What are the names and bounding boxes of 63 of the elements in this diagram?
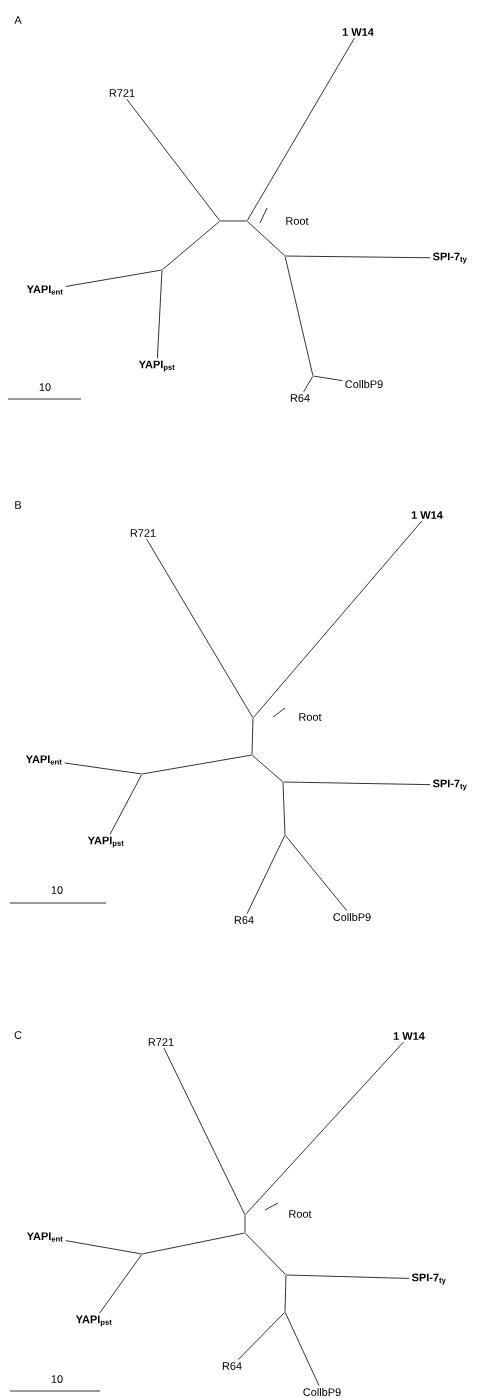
branch-line	[157, 270, 163, 359]
taxon-label: R64	[234, 916, 254, 924]
taxon-label: YAPI$_{pst}$	[138, 360, 175, 372]
taxon-label: 1 W14	[342, 28, 374, 36]
taxon-label: CollbP9	[303, 1388, 341, 1397]
taxon-label: R721	[148, 1038, 174, 1046]
branch-line	[162, 221, 220, 270]
taxon-label: R721	[109, 89, 135, 97]
taxon-label: YAPI$_{ent}$	[26, 1232, 63, 1242]
branch-line	[284, 1275, 287, 1312]
branch-line	[237, 1312, 285, 1361]
branch-line	[283, 781, 431, 786]
branch-line	[245, 1233, 286, 1275]
panel-label: C	[14, 1031, 22, 1039]
branch-line	[109, 774, 142, 835]
taxon-label: YAPI$_{pst}$	[75, 1315, 112, 1327]
taxon-label: CollbP9	[333, 913, 371, 922]
branch-line	[252, 755, 283, 782]
branch-line	[142, 1232, 245, 1255]
taxon-label: SPI-7$_{ty}$	[411, 1273, 446, 1285]
branch-line	[99, 1254, 142, 1314]
branch-line	[126, 98, 220, 221]
taxon-label: 1 W14	[393, 1032, 425, 1040]
branch-line	[286, 1274, 410, 1279]
branch-line	[245, 1041, 404, 1215]
branch-line	[142, 754, 252, 775]
branch-line	[64, 762, 142, 775]
branch-line	[285, 835, 348, 911]
taxon-label: R721	[130, 529, 156, 537]
branch-line	[163, 1047, 245, 1215]
root-label: Root	[299, 713, 322, 721]
taxon-label: CollbP9	[345, 380, 383, 389]
root-label: Root	[289, 1210, 312, 1218]
taxon-label: R64	[222, 1362, 242, 1370]
branch-line	[246, 835, 285, 915]
taxon-label: YAPI$_{ent}$	[26, 285, 63, 295]
taxon-label: SPI-7$_{ty}$	[432, 779, 467, 791]
branch-line	[247, 221, 285, 256]
scale-label: 10	[39, 383, 51, 391]
branch-line	[65, 269, 162, 287]
branch-line	[220, 220, 247, 222]
branch-line	[65, 1240, 142, 1255]
taxon-label: SPI-7$_{ty}$	[432, 252, 467, 264]
taxon-label: YAPI$_{ent}$	[25, 755, 62, 765]
branch-line	[282, 782, 286, 835]
scale-label: 10	[51, 886, 63, 894]
scale-label: 10	[51, 1375, 63, 1383]
taxon-label: R64	[290, 394, 310, 402]
branch-line	[251, 718, 254, 755]
branch-line	[285, 1312, 320, 1386]
branch-line	[146, 538, 253, 718]
taxon-label: 1 W14	[411, 511, 443, 519]
panel-label: B	[15, 501, 22, 509]
branch-line	[313, 375, 343, 381]
root-label: Root	[286, 217, 309, 225]
branch-line	[303, 376, 313, 393]
branch-line	[244, 1215, 246, 1233]
branch-line	[285, 255, 431, 259]
branch-line	[247, 37, 355, 221]
branch-line	[253, 520, 423, 718]
taxon-label: YAPI$_{pst}$	[87, 836, 124, 848]
branch-line	[284, 256, 314, 376]
panel-label: A	[14, 16, 22, 24]
